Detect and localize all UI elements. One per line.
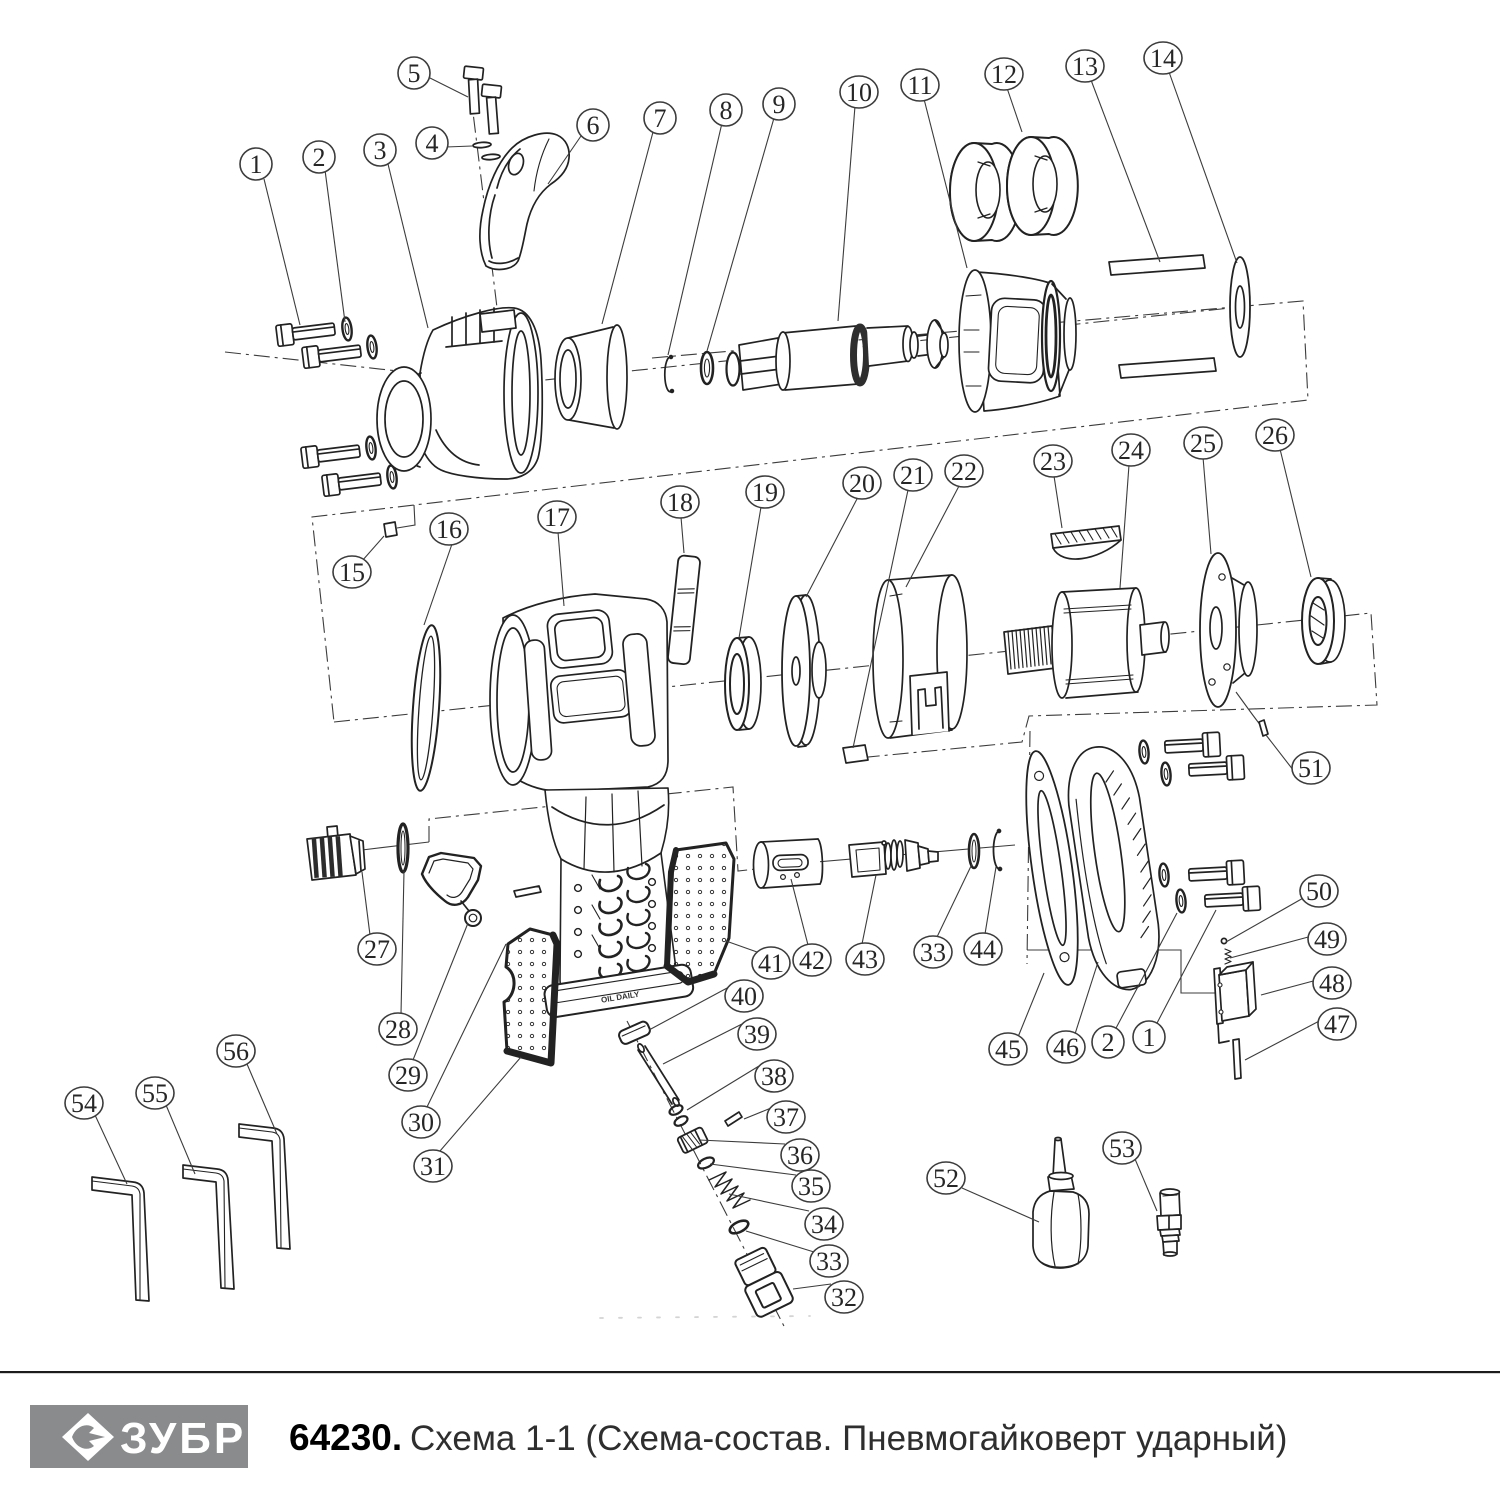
svg-text:20: 20	[849, 469, 875, 498]
svg-text:25: 25	[1190, 429, 1216, 458]
svg-text:17: 17	[544, 503, 570, 532]
svg-text:29: 29	[395, 1061, 421, 1090]
svg-text:19: 19	[752, 478, 778, 507]
svg-text:33: 33	[816, 1247, 842, 1276]
svg-text:42: 42	[799, 946, 825, 975]
svg-text:35: 35	[798, 1172, 824, 1201]
svg-text:51: 51	[1298, 754, 1324, 783]
svg-text:53: 53	[1109, 1134, 1135, 1163]
svg-text:32: 32	[831, 1283, 857, 1312]
svg-text:50: 50	[1306, 877, 1332, 906]
svg-text:2: 2	[1102, 1028, 1115, 1057]
svg-text:4: 4	[426, 129, 439, 158]
svg-text:28: 28	[385, 1015, 411, 1044]
svg-text:49: 49	[1314, 925, 1340, 954]
svg-text:1: 1	[250, 150, 263, 179]
svg-text:26: 26	[1262, 421, 1288, 450]
svg-text:2: 2	[313, 143, 326, 172]
svg-text:10: 10	[846, 78, 872, 107]
svg-text:37: 37	[773, 1103, 799, 1132]
svg-text:41: 41	[758, 949, 784, 978]
svg-text:56: 56	[223, 1037, 249, 1066]
svg-text:46: 46	[1053, 1033, 1079, 1062]
svg-text:12: 12	[991, 60, 1017, 89]
svg-text:11: 11	[907, 71, 932, 100]
svg-text:27: 27	[364, 935, 390, 964]
svg-text:1: 1	[1143, 1023, 1156, 1052]
svg-text:45: 45	[995, 1035, 1021, 1064]
svg-text:34: 34	[811, 1210, 837, 1239]
svg-text:48: 48	[1319, 969, 1345, 998]
svg-text:64230.: 64230.	[289, 1417, 402, 1458]
svg-text:22: 22	[951, 457, 977, 486]
svg-text:7: 7	[654, 104, 667, 133]
svg-text:40: 40	[731, 982, 757, 1011]
svg-text:14: 14	[1150, 44, 1176, 73]
svg-text:16: 16	[436, 515, 462, 544]
svg-text:47: 47	[1324, 1010, 1350, 1039]
svg-text:6: 6	[587, 111, 600, 140]
svg-text:54: 54	[71, 1089, 97, 1118]
svg-text:55: 55	[142, 1079, 168, 1108]
svg-text:ЗУБР: ЗУБР	[120, 1414, 246, 1463]
svg-text:38: 38	[761, 1062, 787, 1091]
svg-text:Схема 1-1 (Схема-состав. Пневм: Схема 1-1 (Схема-состав. Пневмогайковерт…	[410, 1419, 1287, 1458]
svg-text:21: 21	[900, 461, 926, 490]
svg-text:43: 43	[852, 945, 878, 974]
svg-text:15: 15	[339, 558, 365, 587]
svg-text:5: 5	[408, 59, 421, 88]
svg-text:8: 8	[720, 96, 733, 125]
svg-text:13: 13	[1072, 52, 1098, 81]
svg-text:52: 52	[933, 1164, 959, 1193]
svg-text:18: 18	[667, 488, 693, 517]
svg-text:9: 9	[773, 90, 786, 119]
svg-text:30: 30	[408, 1108, 434, 1137]
svg-text:31: 31	[420, 1152, 446, 1181]
svg-text:39: 39	[744, 1020, 770, 1049]
svg-text:36: 36	[787, 1141, 813, 1170]
svg-text:44: 44	[970, 935, 996, 964]
svg-text:3: 3	[374, 136, 387, 165]
svg-text:33: 33	[920, 938, 946, 967]
svg-text:23: 23	[1040, 447, 1066, 476]
svg-text:24: 24	[1118, 436, 1144, 465]
